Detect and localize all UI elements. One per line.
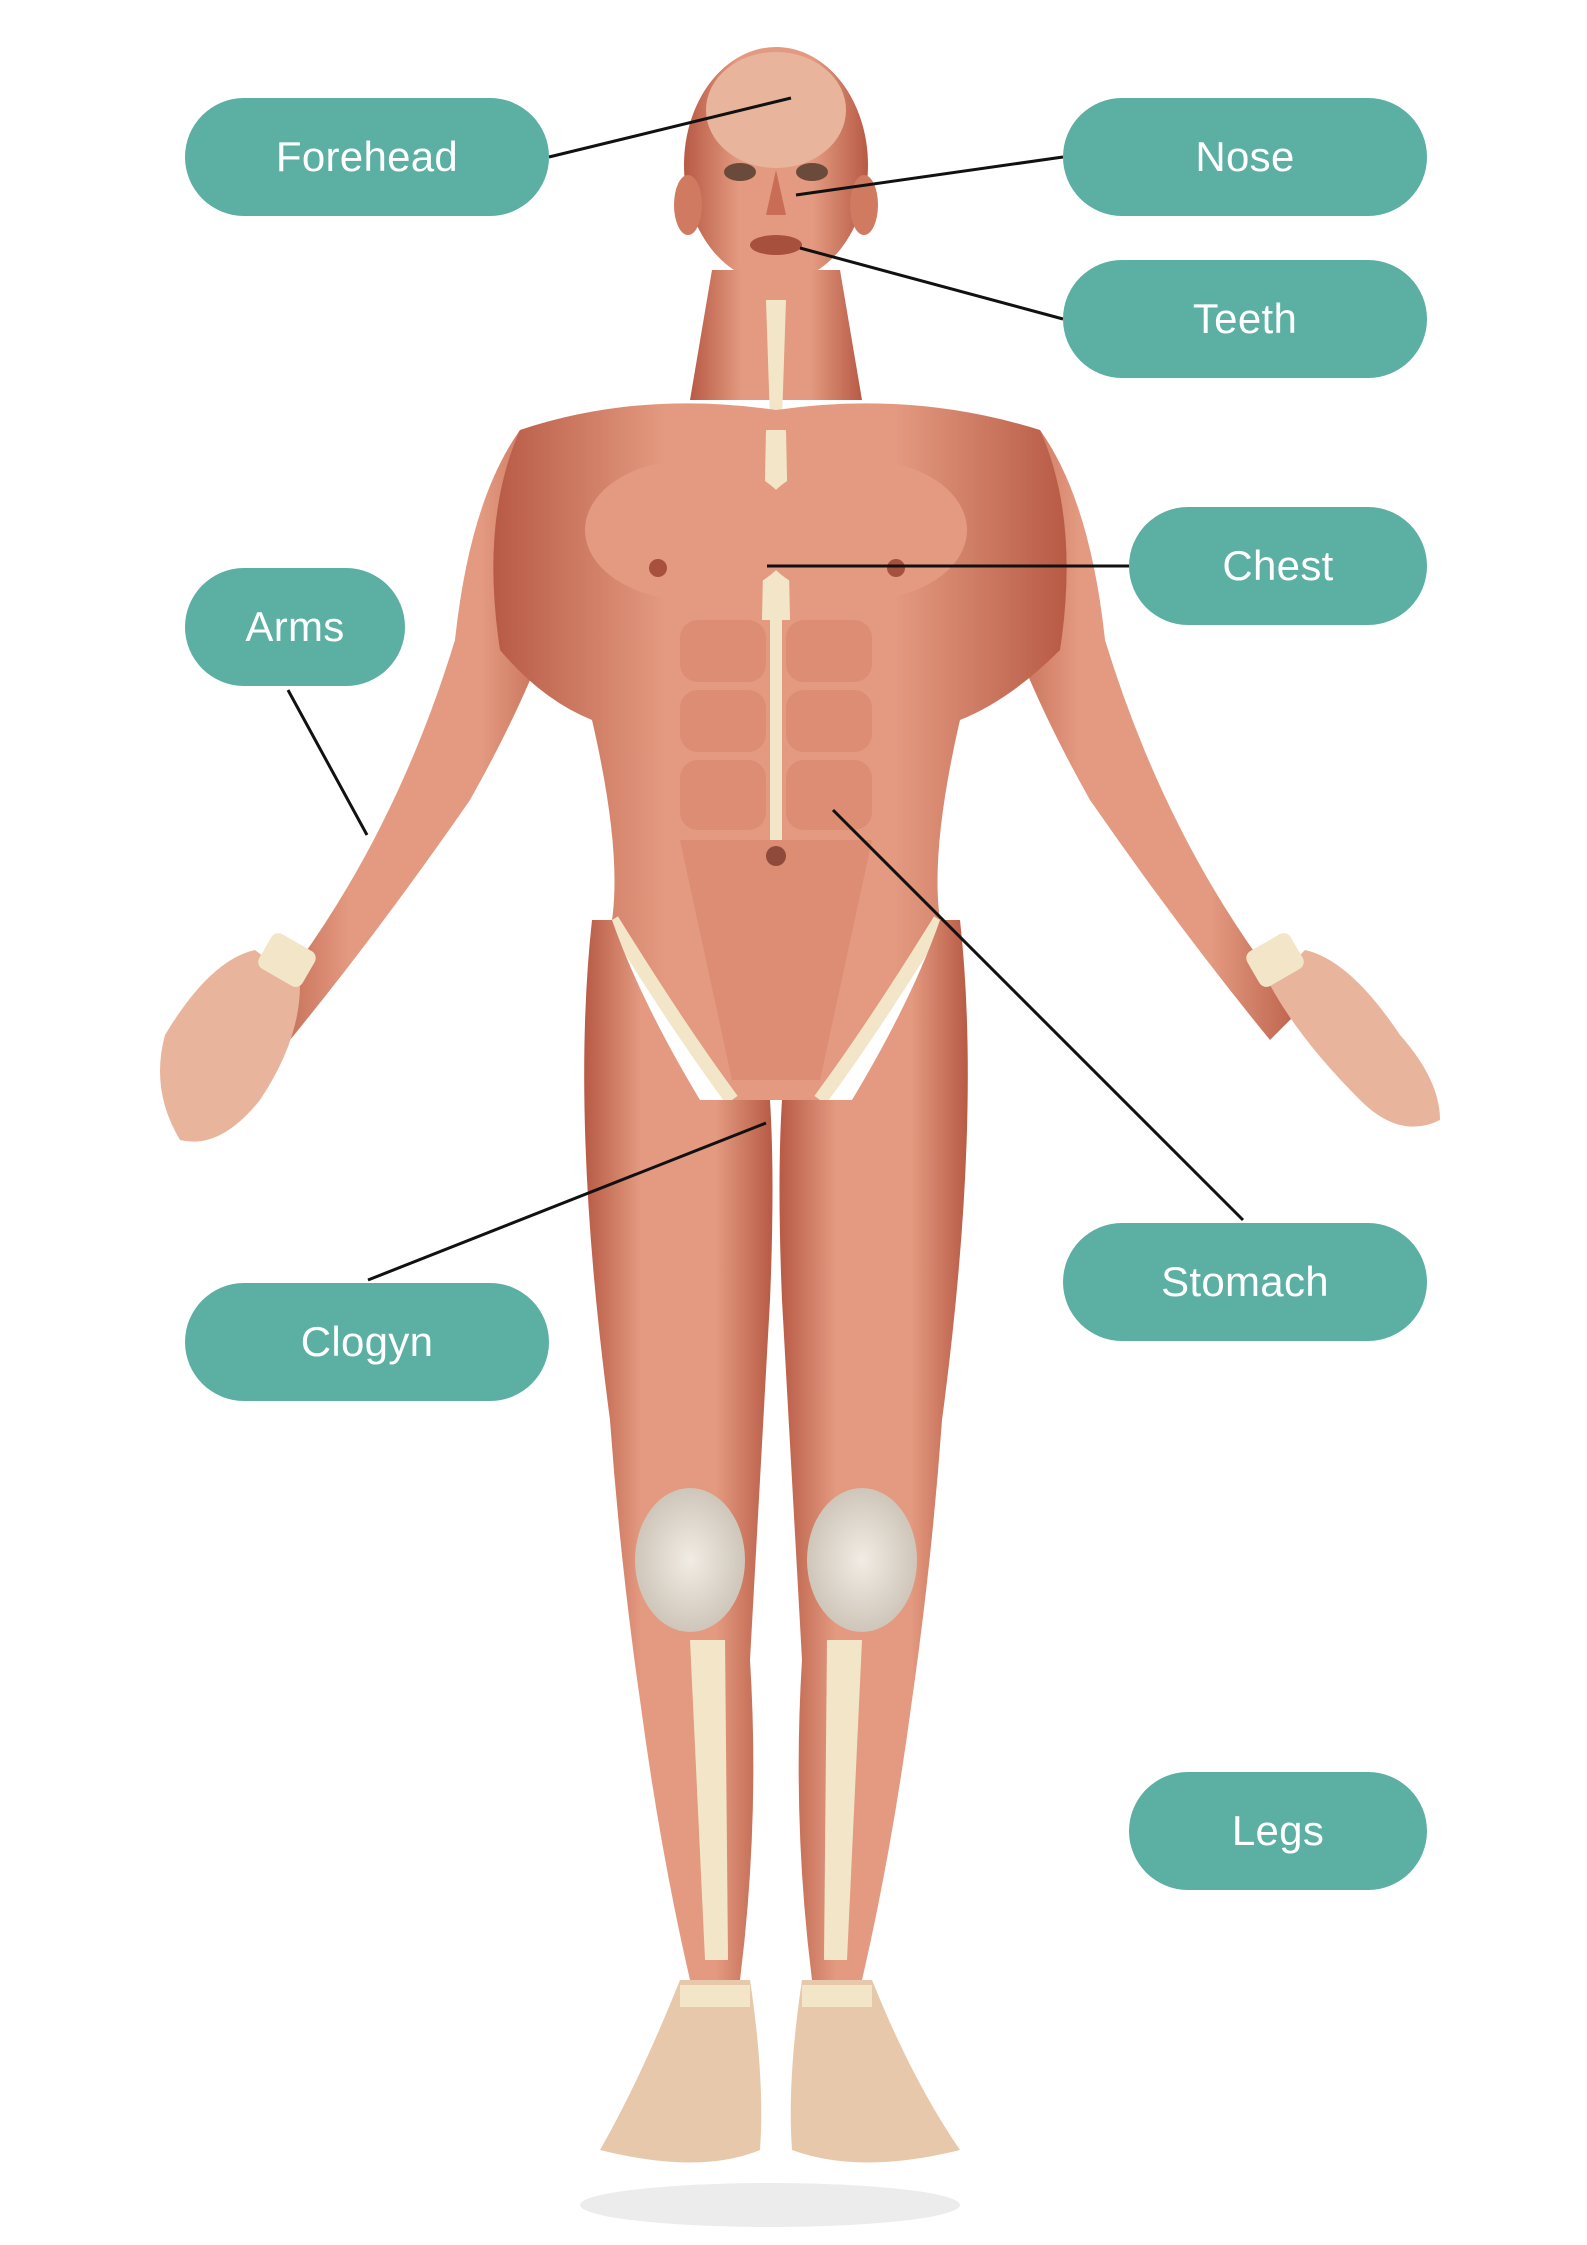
leader-line-nose	[795, 155, 1064, 197]
floor-shadow	[580, 2183, 960, 2227]
head	[674, 47, 878, 283]
torso	[493, 403, 1067, 1105]
label-stomach: Stomach	[1063, 1223, 1427, 1341]
label-nose: Nose	[1063, 98, 1427, 216]
leader-line-teeth	[799, 246, 1064, 321]
leader-line-forehead	[548, 96, 792, 159]
label-teeth: Teeth	[1063, 260, 1427, 378]
label-arms: Arms	[185, 568, 405, 686]
legs	[584, 920, 968, 2163]
leader-line-arms	[286, 689, 369, 836]
leader-lines	[286, 96, 1245, 1282]
label-clogyn: Clogyn	[185, 1283, 549, 1401]
label-legs: Legs	[1129, 1772, 1427, 1890]
leader-line-stomach	[831, 808, 1245, 1222]
leader-line-clogyn	[367, 1121, 767, 1282]
label-chest: Chest	[1129, 507, 1427, 625]
label-forehead: Forehead	[185, 98, 549, 216]
